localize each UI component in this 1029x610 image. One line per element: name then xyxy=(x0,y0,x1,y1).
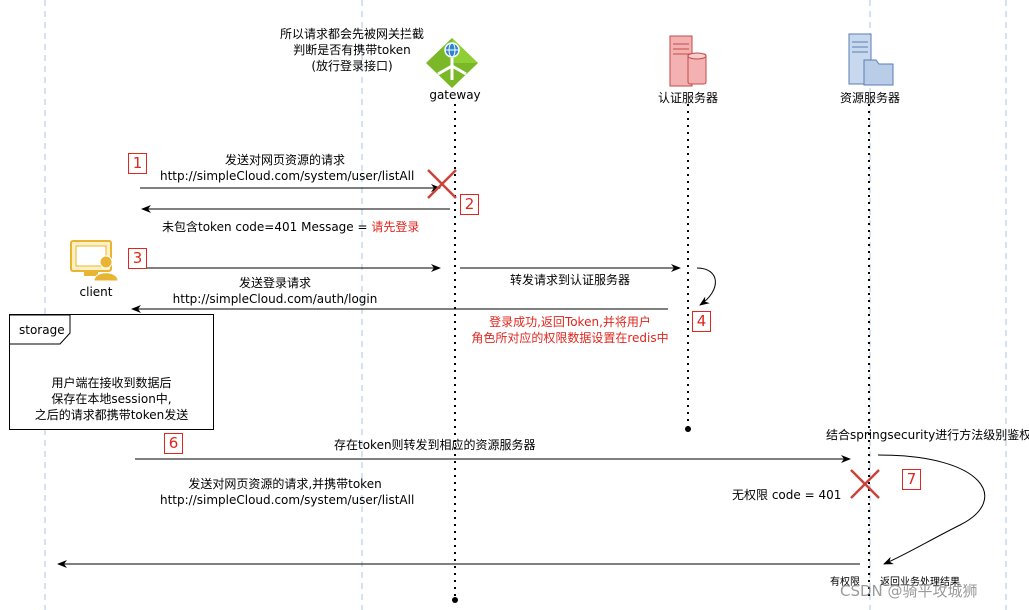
gateway-note: 所以请求都会先被网关拦截 判断是否有携带token (放行登录接口) xyxy=(252,26,452,74)
msg-forward-resource: 存在token则转发到相应的资源服务器 xyxy=(334,438,536,452)
storage-box: storage 用户端在接收到数据后 保存在本地session中, 之后的请求都… xyxy=(9,314,214,430)
gateway-note-line3: (放行登录接口) xyxy=(311,59,393,73)
gateway-label: gateway xyxy=(429,88,481,102)
storage-description: 用户端在接收到数据后 保存在本地session中, 之后的请求都携带token发… xyxy=(10,375,213,423)
msg-has-permission: 有权限 xyxy=(830,577,860,588)
storage-line3: 之后的请求都携带token发送 xyxy=(34,408,189,422)
msg-request-url: http://simpleCloud.com/system/user/listA… xyxy=(160,169,415,183)
msg-denied: 无权限 code = 401 xyxy=(732,488,842,502)
msg-login-label: 发送登录请求 http://simpleCloud.com/auth/login xyxy=(160,275,390,307)
arrow-resource-self xyxy=(877,454,986,565)
msg-return-result: 返回业务处理结果 xyxy=(880,577,960,588)
step-2-badge: 2 xyxy=(460,194,479,215)
msg-request-token-label: 发送对网页资源的请求,并携带token http://simpleCloud.c… xyxy=(160,476,415,508)
client-icon xyxy=(70,240,119,282)
msg-request-token-line1: 发送对网页资源的请求,并携带token xyxy=(188,477,382,491)
msg-auth-check: 结合springsecurity进行方法级别鉴权 xyxy=(826,428,1029,442)
msg-token-line2: 角色所对应的权限数据设置在redis中 xyxy=(471,331,669,345)
msg-401-text: 未包含token code=401 Message = xyxy=(162,220,372,234)
step-7-badge: 7 xyxy=(902,469,921,490)
msg-401-red: 请先登录 xyxy=(371,220,420,234)
gateway-reject-x xyxy=(427,169,457,199)
guide-lines xyxy=(44,0,1007,610)
storage-tab-label: storage xyxy=(19,323,65,337)
resource-server-label: 资源服务器 xyxy=(839,91,900,105)
auth-lifeline-end xyxy=(685,426,691,432)
storage-line1: 用户端在接收到数据后 xyxy=(51,376,172,390)
step-6-badge: 6 xyxy=(164,433,183,454)
msg-request-line1: 发送对网页资源的请求 xyxy=(224,153,345,167)
resource-reject-x xyxy=(850,469,880,499)
msg-request-token-url: http://simpleCloud.com/system/user/listA… xyxy=(160,493,415,507)
msg-401-label: 未包含token code=401 Message = 请先登录 xyxy=(162,219,419,235)
gateway-lifeline-end xyxy=(452,597,458,603)
resource-server-icon xyxy=(848,33,894,86)
step-1-badge: 1 xyxy=(128,153,147,174)
client-label: client xyxy=(79,285,113,299)
auth-server-label: 认证服务器 xyxy=(657,91,718,105)
msg-token-line1: 登录成功,返回Token,并将用户 xyxy=(489,315,651,329)
gateway-icon xyxy=(426,38,478,88)
lifelines xyxy=(454,104,870,600)
watermark: CSDN @骑平攻城狮 xyxy=(840,582,978,600)
step-4-badge: 4 xyxy=(692,311,711,332)
gateway-note-line1: 所以请求都会先被网关拦截 xyxy=(279,27,424,41)
auth-server-icon xyxy=(669,35,707,87)
storage-line2: 保存在本地session中, xyxy=(51,392,172,406)
msg-request-label: 发送对网页资源的请求 http://simpleCloud.com/system… xyxy=(160,152,415,184)
msg-login-url: http://simpleCloud.com/auth/login xyxy=(172,292,378,306)
msg-forward-auth: 转发请求到认证服务器 xyxy=(510,273,631,287)
storage-tab-shape xyxy=(10,315,71,345)
arrow-auth-self xyxy=(696,267,716,306)
gateway-note-line2: 判断是否有携带token xyxy=(293,43,411,57)
msg-token-label: 登录成功,返回Token,并将用户 角色所对应的权限数据设置在redis中 xyxy=(450,314,690,346)
msg-login-line1: 发送登录请求 xyxy=(238,276,311,290)
step-3-badge: 3 xyxy=(128,248,147,269)
